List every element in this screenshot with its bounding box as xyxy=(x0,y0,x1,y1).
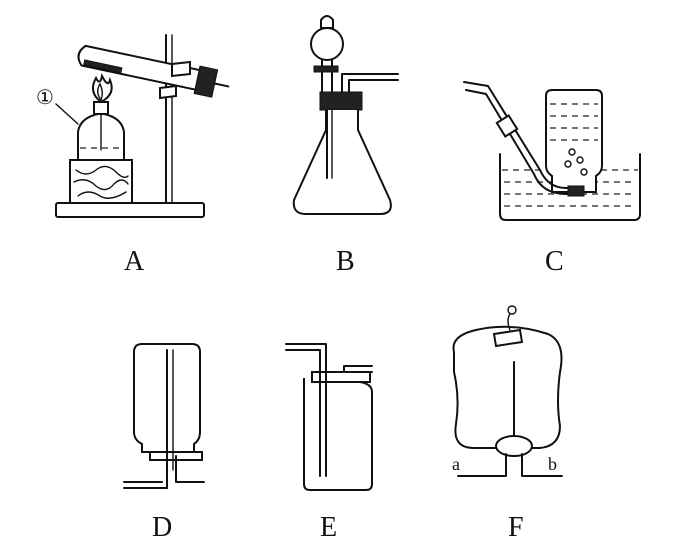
stopcock xyxy=(313,65,339,73)
port-b-tube xyxy=(521,453,563,477)
bag-tag xyxy=(492,328,524,348)
long-tube xyxy=(285,343,327,477)
gas-bag xyxy=(452,325,563,449)
conical-flask xyxy=(292,110,392,215)
bottle-cap xyxy=(311,371,371,383)
bubble xyxy=(568,148,576,156)
clamp xyxy=(171,60,191,78)
short-tube xyxy=(343,365,373,373)
label-f: F xyxy=(508,512,524,543)
apparatus-d xyxy=(123,343,205,489)
bottle-e xyxy=(303,377,373,491)
label-c: C xyxy=(545,246,564,277)
stopper xyxy=(319,91,363,111)
stand-base xyxy=(55,202,205,218)
apparatus-e xyxy=(285,343,373,491)
delivery-tube xyxy=(341,73,399,101)
valve xyxy=(495,435,533,457)
lamp-wick-holder xyxy=(93,101,109,115)
apparatus-f xyxy=(452,305,563,477)
label-b: B xyxy=(336,246,355,277)
label-e: E xyxy=(320,512,337,543)
bubble xyxy=(576,156,584,164)
delivery-tube xyxy=(463,81,579,189)
apparatus-a xyxy=(55,34,230,218)
short-tube xyxy=(175,455,205,483)
bubble xyxy=(564,160,572,168)
port-a-tube xyxy=(457,453,507,477)
label-d: D xyxy=(152,512,172,543)
label-circled-one: ① xyxy=(36,87,54,109)
label-port-a: a xyxy=(452,454,460,474)
label-a: A xyxy=(124,246,145,277)
apparatus-c xyxy=(463,81,641,221)
collecting-bottle xyxy=(545,89,603,193)
water-trough xyxy=(499,153,641,221)
apparatus-b xyxy=(292,15,399,215)
test-tube xyxy=(77,44,230,98)
label-port-b: b xyxy=(548,454,557,474)
bubble xyxy=(580,168,588,176)
funnel-bulb xyxy=(310,27,344,61)
